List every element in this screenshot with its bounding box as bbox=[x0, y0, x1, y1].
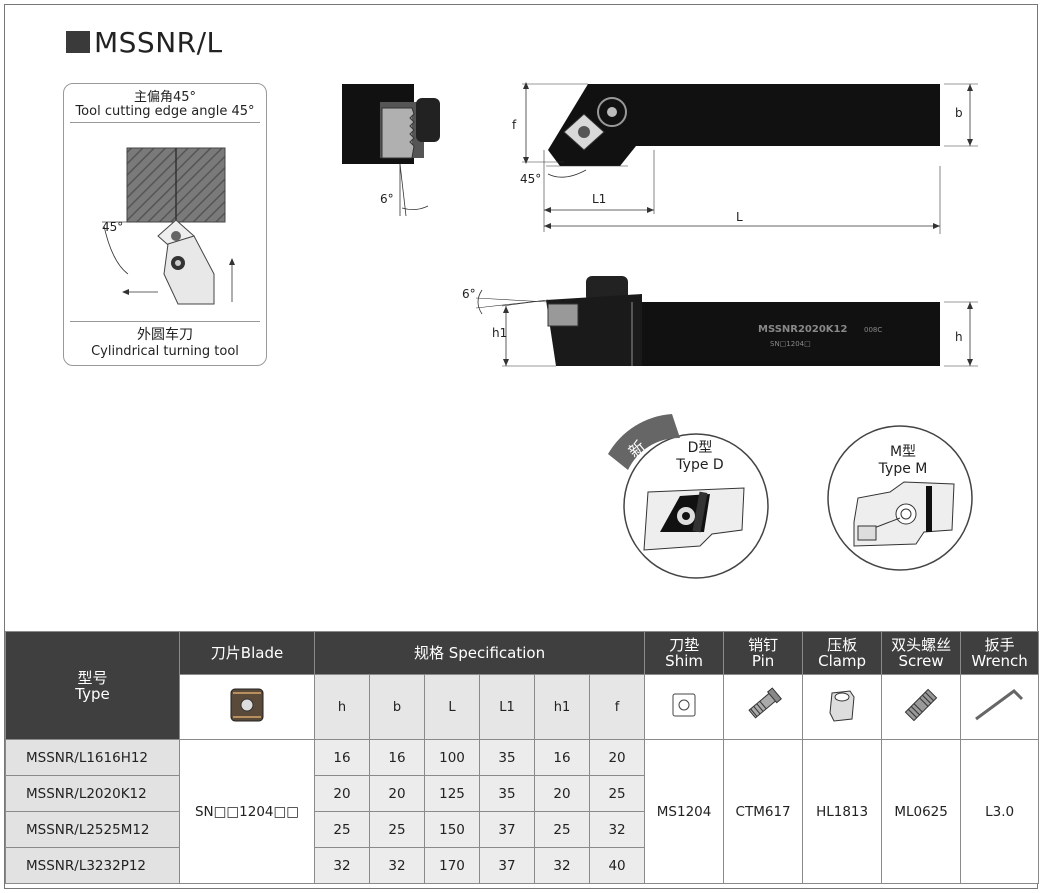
wrench-icon bbox=[960, 674, 1040, 740]
type-d-cn: D型 bbox=[687, 440, 713, 456]
dim-header-f: f bbox=[588, 674, 646, 740]
angle-title-en: Tool cutting edge angle 45° bbox=[75, 104, 255, 119]
row-type: MSSNR/L2525M12 bbox=[5, 811, 180, 848]
dim-header-L1: L1 bbox=[479, 674, 535, 740]
type-m-cn: M型 bbox=[889, 444, 917, 460]
table-row: MSSNR/L2020K12 20 20 125 35 20 25 bbox=[5, 775, 1039, 812]
header-blade: 刀片Blade bbox=[179, 631, 315, 675]
cell-h: 16 bbox=[314, 739, 370, 776]
page-title: MSSNR/L bbox=[66, 26, 223, 59]
cell-L: 170 bbox=[424, 847, 480, 884]
cell-f: 32 bbox=[588, 811, 646, 848]
cell-b: 16 bbox=[369, 739, 425, 776]
cell-h: 32 bbox=[314, 847, 370, 884]
cell-L1: 35 bbox=[479, 739, 535, 776]
cell-h1: 20 bbox=[534, 775, 590, 812]
blade-insert-icon bbox=[179, 674, 315, 740]
shank-marking-model: MSSNR2020K12 bbox=[758, 324, 848, 335]
dim-L-label: L bbox=[736, 210, 743, 224]
dim-header-h1: h1 bbox=[534, 674, 590, 740]
side-angle-label: 6° bbox=[462, 287, 476, 301]
dim-f-label: f bbox=[512, 118, 517, 132]
dim-header-b: b bbox=[369, 674, 425, 740]
type-d-en: Type D bbox=[676, 457, 724, 473]
pin-code: CTM617 bbox=[723, 739, 804, 884]
cell-L: 150 bbox=[424, 811, 480, 848]
cell-h1: 25 bbox=[534, 811, 590, 848]
clamp-icon bbox=[802, 674, 883, 740]
tool-type-cn: 外圆车刀 bbox=[137, 327, 193, 343]
dim-h1-label: h1 bbox=[492, 326, 508, 340]
clamp-code: HL1813 bbox=[802, 739, 883, 884]
dim-h-label: h bbox=[955, 330, 963, 344]
cell-b: 32 bbox=[369, 847, 425, 884]
cell-b: 25 bbox=[369, 811, 425, 848]
angle-title-cn: 主偏角45° bbox=[133, 90, 197, 105]
cutting-angle-diagram bbox=[102, 147, 235, 305]
shim-code: MS1204 bbox=[644, 739, 725, 884]
type-d-illustration bbox=[608, 414, 769, 579]
tool-type-en: Cylindrical turning tool bbox=[91, 344, 239, 359]
cell-L1: 35 bbox=[479, 775, 535, 812]
cell-L: 100 bbox=[424, 739, 480, 776]
dim-b-label: b bbox=[955, 106, 963, 120]
cell-f: 25 bbox=[588, 775, 646, 812]
title-square-icon bbox=[66, 31, 90, 53]
header-type-en: Type bbox=[75, 684, 110, 703]
type-m-illustration bbox=[827, 425, 973, 571]
side-view-drawing bbox=[475, 276, 978, 367]
row-type: MSSNR/L1616H12 bbox=[5, 739, 180, 776]
approach-angle-label: 45° bbox=[520, 172, 542, 186]
table-row: MSSNR/L3232P12 32 32 170 37 32 40 bbox=[5, 847, 1039, 884]
screw-code: ML0625 bbox=[881, 739, 962, 884]
divider bbox=[70, 122, 260, 123]
type-d-label: D型 Type D bbox=[660, 440, 740, 474]
blade-code: SN□□1204□□ bbox=[179, 739, 315, 884]
cell-f: 40 bbox=[588, 847, 646, 884]
angle-label: 45° bbox=[102, 220, 124, 234]
cell-h1: 16 bbox=[534, 739, 590, 776]
page-frame bbox=[4, 4, 1038, 889]
end-angle-label: 6° bbox=[380, 192, 394, 206]
cutting-angle-panel: 主偏角45° Tool cutting edge angle 45° 45° 外… bbox=[63, 83, 267, 366]
shim-icon bbox=[644, 674, 725, 740]
divider bbox=[70, 321, 260, 322]
cell-h: 20 bbox=[314, 775, 370, 812]
dim-header-L: L bbox=[424, 674, 480, 740]
shank-marking-code: 008C bbox=[864, 326, 883, 334]
shank-marking-insert: SN□1204□ bbox=[770, 340, 811, 348]
end-view-drawing bbox=[342, 84, 440, 217]
cell-b: 20 bbox=[369, 775, 425, 812]
dim-header-h: h bbox=[314, 674, 370, 740]
dim-L1-label: L1 bbox=[592, 192, 607, 206]
type-m-label: M型 Type M bbox=[858, 444, 948, 478]
title-text: MSSNR/L bbox=[94, 26, 223, 59]
cell-L1: 37 bbox=[479, 847, 535, 884]
type-m-en: Type M bbox=[878, 461, 928, 477]
wrench-code: L3.0 bbox=[960, 739, 1040, 884]
row-type: MSSNR/L2020K12 bbox=[5, 775, 180, 812]
cell-L: 125 bbox=[424, 775, 480, 812]
cell-h: 25 bbox=[314, 811, 370, 848]
row-type: MSSNR/L3232P12 bbox=[5, 847, 180, 884]
top-view-drawing bbox=[522, 82, 978, 234]
table-row: MSSNR/L1616H12 SN□□1204□□ 16 16 100 35 1… bbox=[5, 739, 1040, 884]
cell-f: 20 bbox=[588, 739, 646, 776]
header-type-cn: 型号 bbox=[77, 668, 108, 687]
header-spec: 规格 Specification bbox=[313, 631, 646, 675]
cell-L1: 37 bbox=[479, 811, 535, 848]
header-type: 型号 Type bbox=[5, 631, 180, 740]
cell-h1: 32 bbox=[534, 847, 590, 884]
screw-icon bbox=[881, 674, 962, 740]
pin-icon bbox=[723, 674, 804, 740]
